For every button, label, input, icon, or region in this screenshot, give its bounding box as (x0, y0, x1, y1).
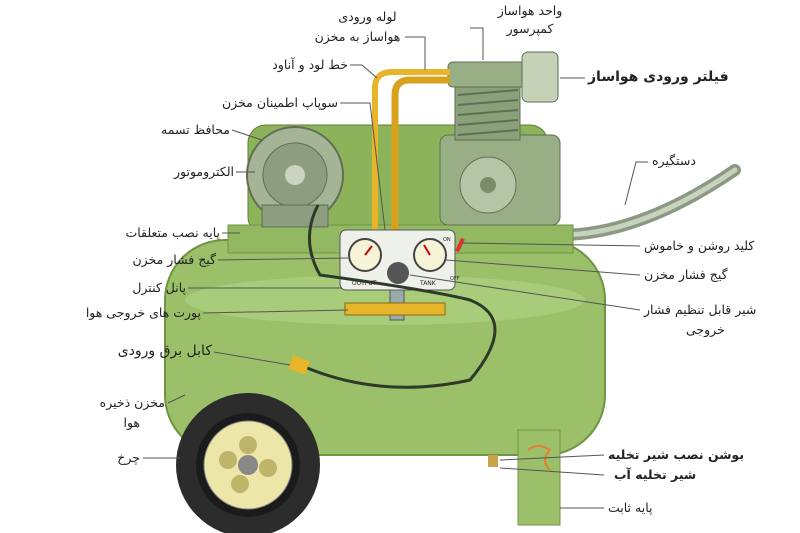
label-tank-2: هوا (123, 415, 140, 430)
label-air-outlet-ports: پورت های خروجی هوا (85, 305, 201, 320)
label-inlet-pipe-1: لوله ورودی (338, 9, 397, 24)
label-tank-gauge-right: گیج فشار مخزن (644, 267, 728, 282)
label-safety-valve: سوپاپ اطمینان مخزن (222, 95, 338, 110)
intake-filter (521, 51, 559, 103)
label-wheel: چرخ (117, 450, 140, 465)
regulator-knob (387, 262, 409, 284)
off-text: OFF (450, 276, 460, 282)
label-power-cable: کابل برق ورودی (117, 343, 212, 359)
label-regulator-2: خروجی (686, 322, 725, 337)
label-air-intake-filter: فیلتر ورودی هواساز (588, 69, 729, 85)
label-handle: دستگیره (652, 153, 696, 168)
air-outlet-ports (344, 302, 446, 316)
label-tank-gauge-left: گیج فشار مخزن (132, 252, 216, 267)
on-off-switch (455, 237, 465, 253)
label-tank-1: مخزن ذخیره (99, 395, 165, 410)
inlet-pipe (391, 76, 450, 232)
label-on-off-switch: کلید روشن و خاموش (644, 238, 755, 253)
label-electric-motor: الکتروموتور (173, 164, 234, 179)
label-inlet-pipe-2: هواساز به مخزن (314, 29, 401, 44)
handle-bar (554, 164, 741, 241)
output-text: OUTPUT (352, 280, 377, 287)
label-accessory-mount: پایه نصب متعلقات (125, 225, 220, 240)
load-unload-line (372, 69, 450, 232)
power-cable (299, 204, 497, 389)
label-fixed-foot: پایه ثابت (608, 500, 653, 515)
label-drain-valve: شیر تخلیه آب (614, 467, 697, 482)
label-drain-bushing: بوشن نصب شیر تخلیه (608, 447, 745, 462)
pump-head (447, 61, 527, 88)
label-pump-unit-1: واحد هواساز (497, 3, 563, 18)
label-regulator-1: شیر قابل تنظیم فشار (644, 302, 757, 317)
label-belt-guard: محافظ تسمه (161, 122, 230, 137)
power-plug (288, 355, 310, 375)
label-control-panel: پانل کنترل (132, 280, 186, 295)
tank-text: TANK (419, 280, 437, 287)
label-load-unload-line: خط لود و آناود (272, 57, 348, 72)
fixed-foot (517, 429, 561, 526)
on-text: ON (443, 237, 451, 243)
label-pump-unit-2: کمپرسور (506, 21, 554, 36)
